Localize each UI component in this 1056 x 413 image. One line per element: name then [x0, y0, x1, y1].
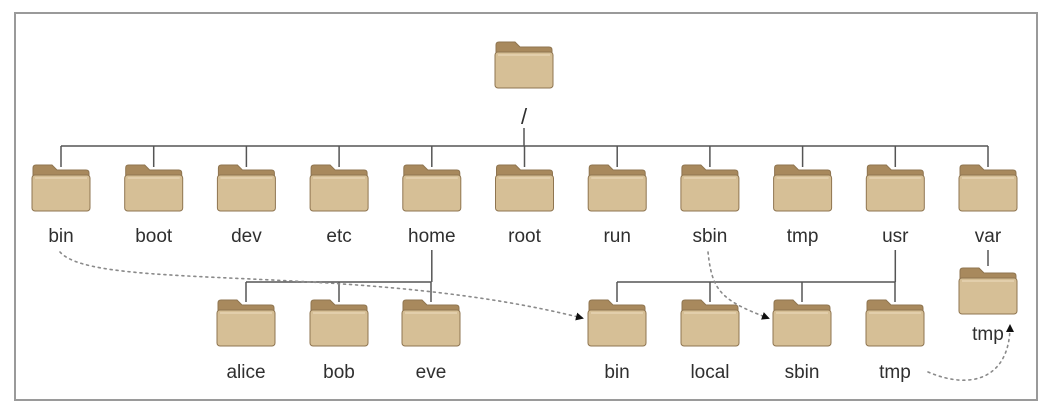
folder-etc-label: etc — [326, 226, 351, 247]
folder-icon-back — [773, 299, 831, 313]
folder-usr-bin[interactable]: bin — [587, 299, 647, 383]
symlink-arrows — [59, 251, 1014, 381]
folder-alice-label: alice — [226, 362, 265, 383]
folder-icon — [216, 174, 276, 212]
folder-icon-back — [217, 299, 275, 313]
folder-icon — [865, 174, 925, 212]
folder-icon — [495, 174, 554, 212]
symlink-usr-tmp-to-var-tmp — [927, 324, 1014, 381]
folder-icon-back — [310, 164, 368, 178]
symlink-bin-to-usr-bin — [59, 251, 584, 321]
folder-icon — [494, 51, 554, 89]
folder-tmp[interactable]: tmp — [773, 164, 833, 247]
folder-root-label: / — [521, 104, 528, 129]
folder-icon-back — [681, 164, 739, 178]
folder-icon-back — [588, 299, 646, 313]
folder-icon-back — [588, 164, 646, 178]
folder-icon-back — [774, 164, 832, 178]
folder-icon-back — [402, 299, 460, 313]
folder-icon — [587, 309, 647, 347]
folder-icon-back — [959, 164, 1017, 178]
folder-root[interactable]: / — [494, 41, 554, 129]
folder-icon — [773, 174, 833, 212]
folder-dev[interactable]: dev — [216, 164, 276, 247]
folder-icon — [680, 309, 740, 347]
folder-eve[interactable]: eve — [401, 299, 461, 383]
symlink-sbin-to-usr-sbin — [707, 251, 770, 320]
folder-run-label: run — [603, 226, 630, 247]
folder-usr-sbin[interactable]: sbin — [772, 299, 832, 383]
folder-icon — [31, 174, 91, 212]
folder-bob[interactable]: bob — [309, 299, 369, 383]
folder-tmp-label: tmp — [787, 226, 819, 247]
folder-icon — [402, 174, 462, 212]
folder-usr-tmp-label: tmp — [879, 362, 911, 383]
folder-bin[interactable]: bin — [31, 164, 91, 247]
folder-icon-back — [125, 164, 183, 178]
folder-icon — [401, 309, 461, 347]
folder-icon — [772, 309, 832, 347]
folder-root-label: root — [508, 226, 541, 247]
folder-icon — [958, 277, 1018, 315]
folder-bin-label: bin — [48, 226, 73, 247]
folder-usr-tmp[interactable]: tmp — [865, 299, 925, 383]
folder-icon — [216, 309, 276, 347]
folder-home-label: home — [408, 226, 456, 247]
folder-icon-back — [866, 299, 924, 313]
folder-usr-local[interactable]: local — [680, 299, 740, 383]
folder-nodes: / bin boot dev etc home root run sbin tmp usr var al… — [31, 41, 1018, 383]
folder-var-label: var — [975, 226, 1002, 247]
folder-sbin-label: sbin — [692, 226, 727, 247]
folder-icon — [309, 309, 369, 347]
tree-connectors — [60, 128, 989, 302]
folder-usr-bin-label: bin — [604, 362, 629, 383]
folder-etc[interactable]: etc — [309, 164, 369, 247]
folder-usr[interactable]: usr — [865, 164, 925, 247]
folder-icon — [309, 174, 369, 212]
folder-boot[interactable]: boot — [124, 164, 184, 247]
folder-var[interactable]: var — [958, 164, 1018, 247]
folder-icon-back — [866, 164, 924, 178]
folder-run[interactable]: run — [587, 164, 647, 247]
folder-icon — [680, 174, 740, 212]
folder-icon-back — [403, 164, 461, 178]
folder-icon — [865, 309, 925, 347]
folder-usr-label: usr — [882, 226, 909, 247]
folder-icon-back — [496, 164, 553, 178]
folder-var-tmp-label: tmp — [972, 324, 1004, 345]
folder-home[interactable]: home — [402, 164, 462, 247]
folder-icon-back — [310, 299, 368, 313]
folder-icon — [124, 174, 184, 212]
folder-icon-back — [681, 299, 739, 313]
folder-icon-back — [32, 164, 90, 178]
folder-icon-back — [217, 164, 275, 178]
folder-boot-label: boot — [135, 226, 173, 247]
folder-dev-label: dev — [231, 226, 262, 247]
folder-icon-back — [959, 267, 1017, 281]
folder-usr-sbin-label: sbin — [785, 362, 820, 383]
folder-usr-local-label: local — [690, 362, 729, 383]
folder-icon — [958, 174, 1018, 212]
folder-icon — [587, 174, 647, 212]
folder-root[interactable]: root — [495, 164, 554, 247]
folder-bob-label: bob — [323, 362, 355, 383]
folder-eve-label: eve — [416, 362, 447, 383]
folder-var-tmp[interactable]: tmp — [958, 267, 1018, 345]
folder-icon-back — [495, 41, 553, 55]
folder-sbin[interactable]: sbin — [680, 164, 740, 247]
folder-alice[interactable]: alice — [216, 299, 276, 383]
